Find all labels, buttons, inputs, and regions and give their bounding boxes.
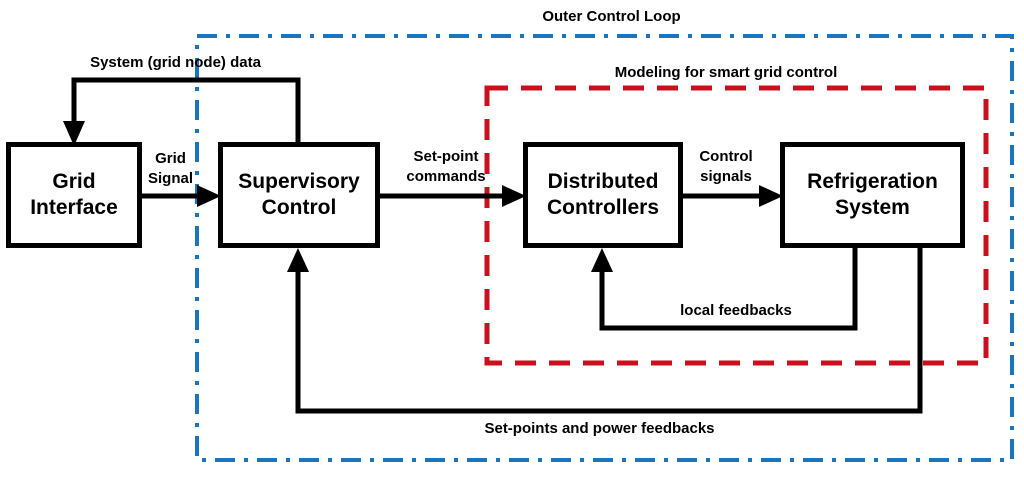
local-feedbacks-line xyxy=(599,245,858,331)
supervisory-control-block: Supervisory Control xyxy=(218,142,380,248)
grid-signal-arrowhead-icon xyxy=(197,185,221,207)
setpoints-power-feedbacks-arrowhead-icon xyxy=(287,248,309,272)
refrigeration-system-block: Refrigeration System xyxy=(780,142,965,248)
grid-interface-block: Grid Interface xyxy=(6,142,142,248)
system-data-arrowhead-icon xyxy=(63,121,85,146)
system-data-feedback-line xyxy=(71,77,301,142)
smart-grid-modeling-title: Modeling for smart grid control xyxy=(614,64,838,81)
setpoints-power-feedbacks-label: Set-points and power feedbacks xyxy=(484,420,715,437)
setpoint-commands-label: Set-point commands xyxy=(406,148,486,185)
local-feedbacks-label: local feedbacks xyxy=(680,302,792,319)
distributed-controllers-block: Distributed Controllers xyxy=(523,142,683,248)
grid-signal-label: Grid Signal xyxy=(147,150,193,187)
local-feedbacks-arrowhead-icon xyxy=(591,248,613,272)
control-signals-label: Control signals xyxy=(699,148,753,185)
setpoint-commands-arrowhead-icon xyxy=(502,185,526,207)
outer-control-loop-title: Outer Control Loop xyxy=(542,8,681,25)
setpoints-power-feedbacks-line xyxy=(295,245,923,414)
smart-grid-modeling-boundary xyxy=(484,85,989,366)
system-data-label: System (grid node) data xyxy=(90,54,261,71)
outer-control-loop-boundary xyxy=(195,34,1014,462)
control-signals-arrowhead-icon xyxy=(759,185,783,207)
